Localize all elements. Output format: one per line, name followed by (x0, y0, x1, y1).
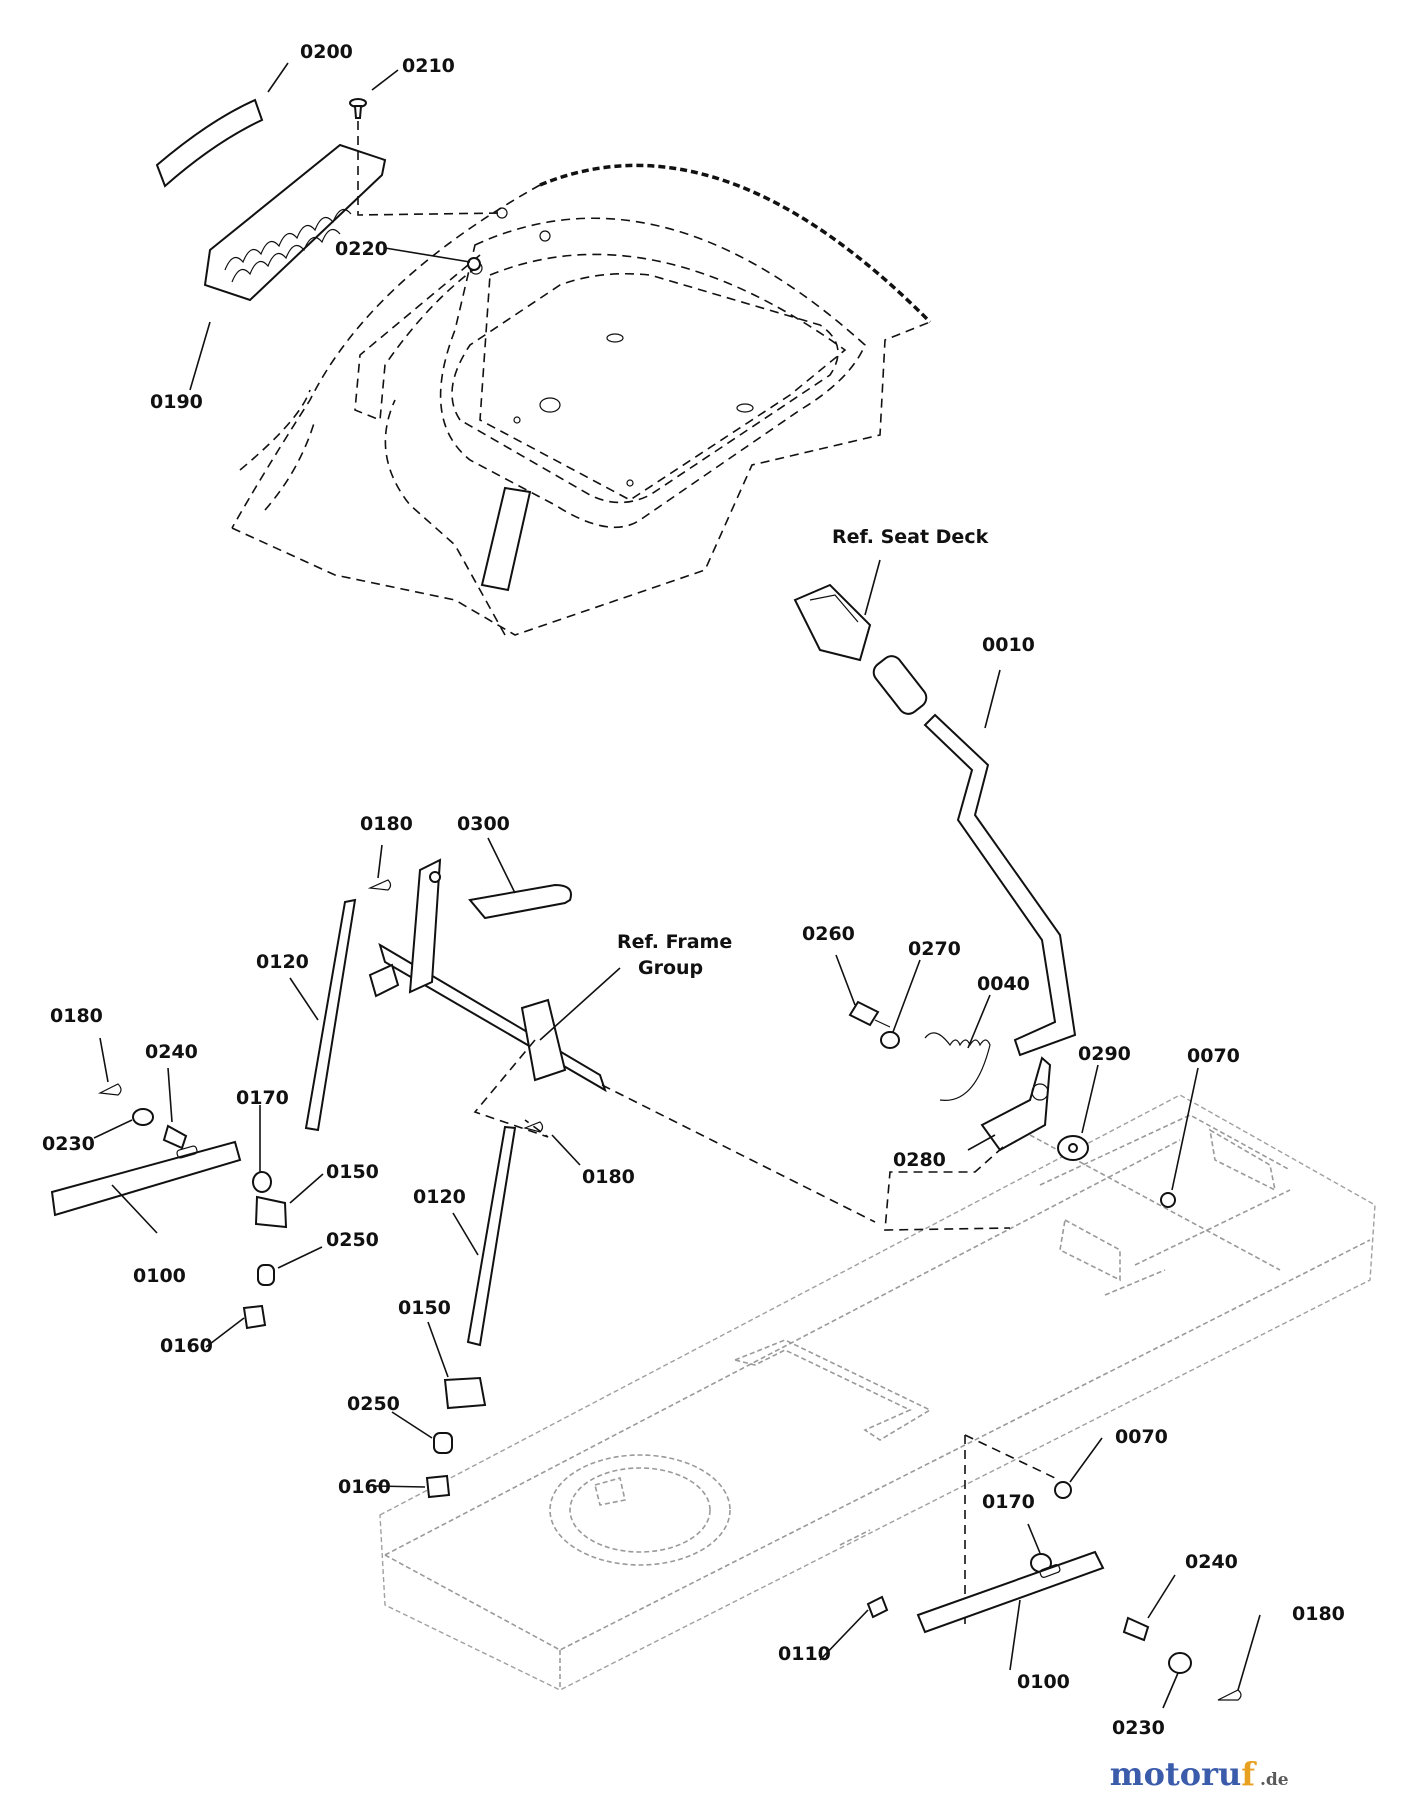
watermark-letter: o (1144, 1755, 1165, 1793)
label-0100-left: 0100 (133, 1265, 186, 1287)
clip-pin-top (367, 879, 392, 891)
label-0230-left: 0230 (42, 1133, 95, 1155)
svg-text:motoruf: motoruf (1110, 1755, 1257, 1793)
watermark-letter: u (1218, 1755, 1241, 1793)
washer-left (132, 1108, 154, 1126)
label-0200: 0200 (300, 41, 353, 63)
label-0280: 0280 (893, 1149, 946, 1171)
label-0190: 0190 (150, 391, 203, 413)
label-0170-bottom: 0170 (982, 1491, 1035, 1513)
tractor-frame (379, 1094, 1376, 1691)
label-0110: 0110 (778, 1643, 831, 1665)
label-0100-bottom: 0100 (1017, 1671, 1070, 1693)
label-0180-mid: 0180 (582, 1166, 635, 1188)
label-0160-left: 0160 (160, 1335, 213, 1357)
leader-lines (93, 62, 1261, 1709)
shoulder-bolt-left (162, 1124, 188, 1150)
nut-bottom (1054, 1481, 1072, 1499)
bracket-washer (1057, 1135, 1089, 1161)
label-0070-top: 0070 (1187, 1045, 1240, 1067)
label-0240-bottom: 0240 (1185, 1551, 1238, 1573)
label-ref-frame-group: Group (638, 957, 703, 979)
washer-bottom (1168, 1652, 1192, 1674)
frame-alignment-line (473, 1039, 549, 1138)
part-labels: 0200 0210 0220 0190 Ref. Seat Deck 0010 … (42, 41, 1345, 1739)
flange-nut-left (242, 1304, 267, 1330)
label-0120-mid: 0120 (413, 1186, 466, 1208)
nut-alignment-line (964, 1434, 1056, 1479)
label-ref-frame: Ref. Frame (617, 931, 732, 953)
flat-washer (880, 1031, 900, 1049)
locknut (467, 257, 481, 271)
label-0150-left: 0150 (326, 1161, 379, 1183)
watermark-letter: o (1180, 1755, 1201, 1793)
label-0070-bottom: 0070 (1115, 1426, 1168, 1448)
hex-bolt (848, 1000, 891, 1028)
handle-rod (468, 883, 572, 920)
link-bar-bottom (916, 1550, 1105, 1634)
extension-spring (924, 1032, 991, 1101)
seat-pad-strip (155, 98, 264, 188)
cross-shaft (368, 858, 607, 1093)
clip-pin-mid (523, 1121, 544, 1133)
label-0250-left: 0250 (326, 1229, 379, 1251)
label-0220: 0220 (335, 238, 388, 260)
spacer-left (257, 1264, 275, 1286)
label-0300: 0300 (457, 813, 510, 835)
seat-adjust-plate (203, 143, 387, 302)
lever-knob (793, 583, 872, 662)
lever-alignment-line (884, 1146, 1011, 1231)
label-0180-left: 0180 (50, 1005, 103, 1027)
shift-lever (872, 655, 1077, 1057)
link-bar-left (50, 1140, 242, 1217)
rivet (349, 98, 367, 119)
label-0240-left: 0240 (145, 1041, 198, 1063)
rivet-alignment-line (357, 121, 503, 216)
watermark-suffix: .de (1260, 1770, 1289, 1790)
watermark-letter: m (1110, 1755, 1144, 1793)
lift-rod-left (304, 898, 357, 1132)
bracket-nut-top (1160, 1192, 1176, 1208)
watermark-letter: f (1241, 1755, 1257, 1793)
label-0160-mid: 0160 (338, 1476, 391, 1498)
label-0210: 0210 (402, 55, 455, 77)
label-0290: 0290 (1078, 1043, 1131, 1065)
label-0180-top: 0180 (360, 813, 413, 835)
spacer-mid (433, 1432, 453, 1454)
watermark-letter: t (1165, 1755, 1180, 1793)
watermark-logo: motoruf .de (1110, 1755, 1289, 1793)
label-0010: 0010 (982, 634, 1035, 656)
flange-nut-mid (425, 1474, 451, 1499)
label-0270: 0270 (908, 938, 961, 960)
label-0180-bottom: 0180 (1292, 1603, 1345, 1625)
watermark-letter: r (1201, 1755, 1219, 1793)
trunnion-mid (443, 1376, 487, 1410)
clip-pin-bottom (1217, 1689, 1242, 1701)
nut-left (252, 1171, 272, 1193)
label-0170-left: 0170 (236, 1087, 289, 1109)
lift-rod-mid (466, 1125, 517, 1347)
label-0150-mid: 0150 (398, 1297, 451, 1319)
label-0120-left: 0120 (256, 951, 309, 973)
shaft-alignment-line (601, 1084, 876, 1223)
seat-deck-outline (231, 163, 932, 636)
label-0040: 0040 (977, 973, 1030, 995)
clip-pin-left (97, 1083, 122, 1096)
label-0260: 0260 (802, 923, 855, 945)
label-0230-bottom: 0230 (1112, 1717, 1165, 1739)
label-ref-seat-deck: Ref. Seat Deck (832, 526, 989, 548)
trunnion-left (254, 1195, 288, 1229)
label-0250-mid: 0250 (347, 1393, 400, 1415)
bolt-bottom (866, 1595, 889, 1619)
shoulder-bolt-bottom (1122, 1616, 1150, 1642)
